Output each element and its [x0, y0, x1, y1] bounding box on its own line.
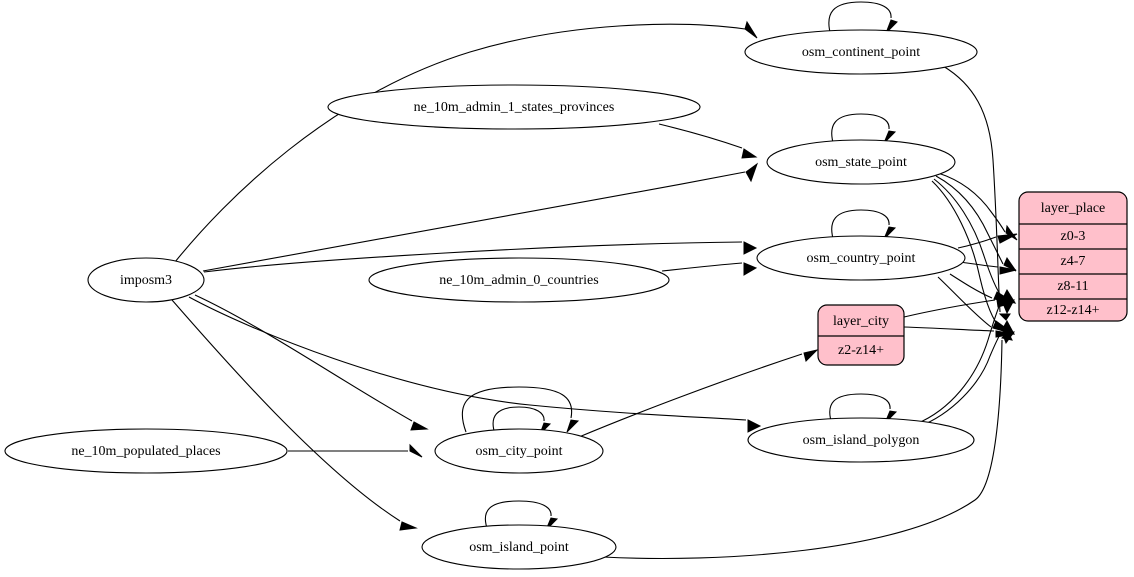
edge-island_polygon-layer_place-z12 [917, 331, 1015, 428]
record-node-layer_place[interactable]: layer_place z0-3 z4-7 z8-11 z12-z14+ [1018, 191, 1128, 322]
edge-populated_places-osm_city_point [288, 443, 423, 458]
layer_city-box[interactable] [817, 304, 905, 366]
edge-countries-osm_country_point [661, 262, 758, 276]
node-imposm3[interactable]: imposm3 [87, 257, 205, 303]
node-label-osm_city_point: osm_city_point [475, 444, 562, 459]
node-label-imposm3: imposm3 [120, 273, 172, 288]
node-label-ne_10m_populated_places: ne_10m_populated_places [71, 444, 220, 459]
layer_place-row-z0-3[interactable]: z0-3 [1061, 229, 1086, 244]
node-osm_island_polygon[interactable]: osm_island_polygon [747, 417, 975, 463]
node-label-osm_country_point: osm_country_point [807, 251, 916, 266]
node-osm_country_point[interactable]: osm_country_point [756, 235, 966, 281]
node-label-osm_continent_point: osm_continent_point [802, 45, 920, 60]
node-ne_10m_populated_places[interactable]: ne_10m_populated_places [4, 428, 288, 474]
edge-imposm3-osm_island_point [171, 299, 418, 531]
edge-imposm3-osm_island_polygon [188, 296, 762, 433]
self-loop-osm_continent_point [828, 1, 898, 37]
node-label-ne_10m_admin_1_states_provinces: ne_10m_admin_1_states_provinces [414, 100, 615, 115]
node-ne_10m_admin_1_states_provinces[interactable]: ne_10m_admin_1_states_provinces [327, 84, 701, 130]
edge-island_point-layer_place-z12 [602, 331, 1013, 560]
layer_place-title: layer_place [1041, 201, 1106, 216]
edge-osm_city_point-layer_city-z2 [578, 349, 819, 438]
layer_city-row-z2-z14[interactable]: z2-z14+ [838, 343, 884, 358]
record-node-layer_city[interactable]: layer_city z2-z14+ [817, 304, 905, 366]
edge-country-layer_place-z0 [957, 233, 1018, 249]
node-osm_city_point[interactable]: osm_city_point [434, 428, 604, 474]
edge-imposm3-osm_continent_point [174, 20, 758, 263]
node-label-osm_island_polygon: osm_island_polygon [803, 433, 920, 448]
edge-imposm3-osm_city_point [194, 294, 429, 431]
edge-continent-layer_place-z12 [942, 65, 1011, 321]
self-loop-osm_state_point [831, 113, 897, 147]
layer_city-title: layer_city [833, 314, 889, 329]
layer_place-row-z4-7[interactable]: z4-7 [1061, 254, 1086, 269]
edge-imposm3-osm_state_point [202, 162, 759, 272]
edge-state-layer_place-z0 [937, 172, 1018, 241]
edge-state-layer_place-z4 [935, 175, 1017, 272]
node-label-osm_state_point: osm_state_point [815, 155, 907, 170]
node-osm_island_point[interactable]: osm_island_point [421, 524, 617, 570]
node-osm_state_point[interactable]: osm_state_point [766, 139, 956, 185]
node-label-osm_island_point: osm_island_point [469, 540, 569, 555]
edge-imposm3-osm_country_point [203, 241, 758, 273]
edge-island_polygon-layer_place-z8 [915, 299, 1015, 425]
self-loop-osm_country_point [831, 209, 897, 243]
edge-states_provinces-osm_state_point [658, 123, 758, 159]
edge-country-layer_place-z12 [937, 276, 1015, 335]
layer_place-row-z12-z14[interactable]: z12-z14+ [1047, 303, 1100, 318]
node-ne_10m_admin_0_countries[interactable]: ne_10m_admin_0_countries [368, 257, 670, 303]
layer_place-row-z8-11[interactable]: z8-11 [1057, 279, 1088, 294]
node-osm_continent_point[interactable]: osm_continent_point [744, 29, 978, 75]
node-label-ne_10m_admin_0_countries: ne_10m_admin_0_countries [439, 273, 598, 288]
node-layer: imposm3 ne_10m_admin_1_states_provinces … [4, 29, 978, 570]
self-loop-osm_city_point-outer [461, 386, 580, 433]
